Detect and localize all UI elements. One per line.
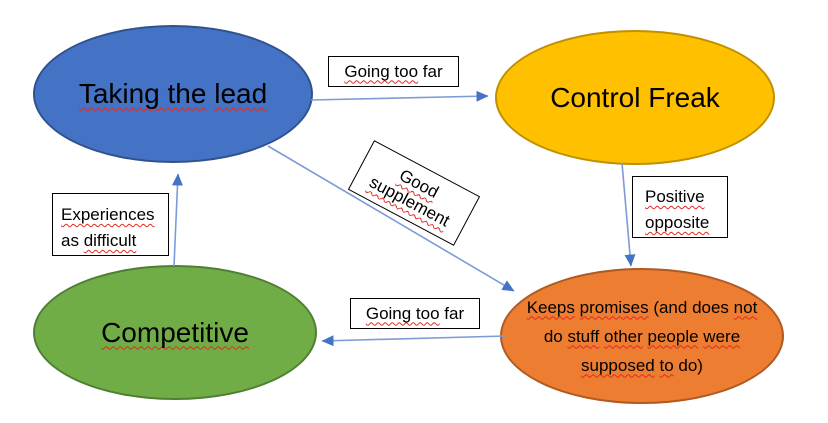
edge-label-going-too-far-top-text: Going too far: [344, 61, 443, 81]
edge-label-going-too-far-bottom: Going too far: [350, 298, 480, 329]
edge-label-going-too-far-top: Going too far: [328, 56, 459, 87]
arrow-competitive-to-taking-the-lead: [172, 173, 183, 267]
edge-label-going-too-far-bottom-text: Going too far: [365, 303, 465, 323]
node-taking-the-lead-label: Taking the lead: [78, 78, 268, 109]
arrow-control-freak-to-keeps-promises: [621, 162, 636, 267]
node-competitive: Competitive: [33, 265, 317, 400]
arrow-keeps-promises-to-competitive: [321, 335, 506, 347]
node-control-freak: Control Freak: [495, 30, 775, 165]
node-competitive-label: Competitive: [101, 316, 249, 348]
node-control-freak-label: Control Freak: [550, 81, 720, 113]
arrow-taking-the-lead-to-control-freak: [310, 90, 489, 102]
node-taking-the-lead: Taking the lead: [33, 25, 313, 163]
